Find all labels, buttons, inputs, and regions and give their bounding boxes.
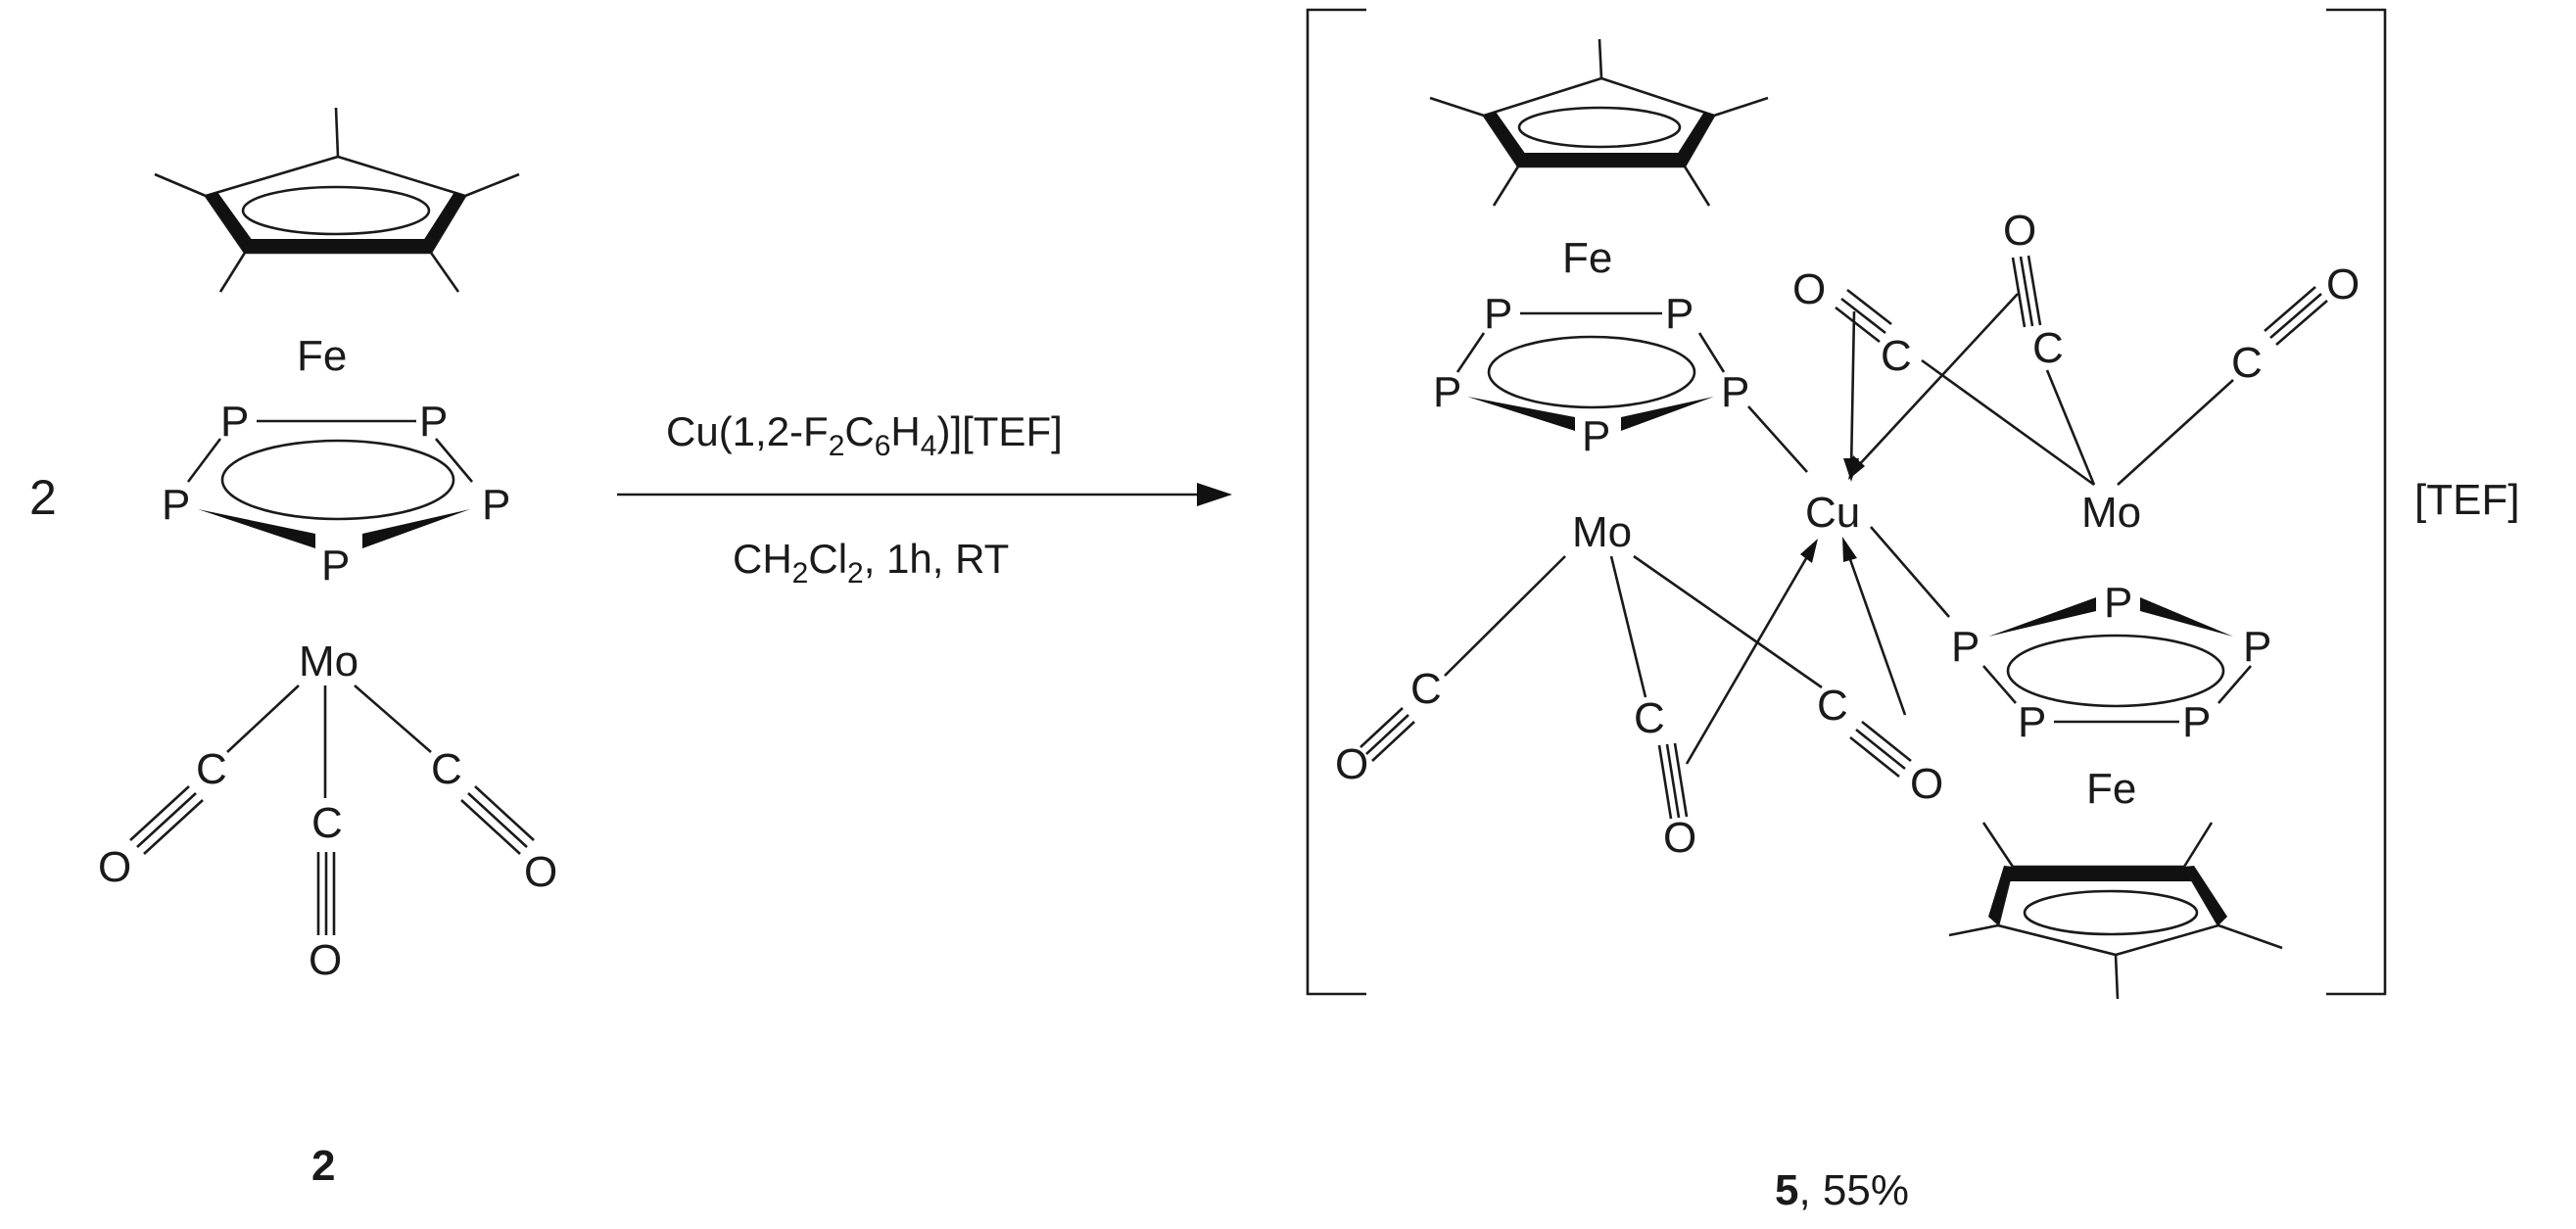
carbon-atom: C: [1817, 682, 1848, 730]
carbonyl-ligands: C C C O O O: [1335, 537, 1943, 862]
phosphorus-atom: P: [482, 481, 510, 529]
carbon-atom: C: [311, 799, 343, 847]
product-complex: Fe P P P P P Cu Mo C C C O O O: [1306, 8, 2520, 1214]
cp-star-ring: [1948, 822, 2283, 1000]
carbon-atom: C: [1881, 332, 1912, 380]
carbon-atom: C: [196, 745, 227, 793]
right-bracket: [2326, 8, 2387, 996]
oxygen-atom: O: [309, 936, 342, 984]
left-bracket: [1306, 8, 1366, 996]
carbonyl-ligands: C C C O O O: [1792, 207, 2360, 487]
oxygen-atom: O: [1910, 760, 1943, 808]
molybdenum-atom: Mo: [299, 638, 358, 685]
reactant-complex: 2 Fe P P P P P M: [29, 107, 557, 1190]
phosphorus-atom: P: [1665, 290, 1693, 338]
carbon-atom: C: [431, 745, 462, 793]
molybdenum-atom: Mo: [1572, 508, 1632, 556]
iron-atom: Fe: [2086, 765, 2136, 813]
reactant-label: 2: [311, 1142, 335, 1190]
carbon-atom: C: [2231, 339, 2263, 387]
oxygen-atom: O: [1663, 814, 1696, 862]
phosphorus-atom: P: [1484, 290, 1512, 338]
phosphorus-atom: P: [321, 542, 350, 590]
counterion-label: [TEF]: [2414, 476, 2520, 524]
carbon-atom: C: [1634, 694, 1665, 742]
phosphorus-atom: P: [1951, 623, 1980, 671]
oxygen-atom: O: [1335, 740, 1368, 788]
carbon-atom: C: [2032, 324, 2064, 372]
phosphorus-atom: P: [1433, 368, 1461, 416]
oxygen-atom: O: [524, 848, 557, 896]
phosphorus-atom: P: [419, 398, 448, 446]
carbonyl-ligands: C C C O O O: [98, 685, 557, 984]
stoich-coefficient: 2: [29, 470, 57, 525]
reagent-text: Cu(1,2-F2C6H4)][TEF]: [666, 408, 1063, 462]
pentaphospholyl-ring: P P P P P: [162, 398, 510, 590]
carbon-atom: C: [1410, 665, 1442, 713]
phosphorus-atom: P: [1721, 368, 1749, 416]
phosphorus-atom: P: [2182, 698, 2211, 746]
product-label: 5, 55%: [1775, 1166, 1909, 1214]
phosphorus-atom: P: [1582, 412, 1610, 460]
cp-star-ring: [1429, 38, 1769, 207]
oxygen-atom: O: [1792, 265, 1826, 313]
oxygen-atom: O: [2326, 260, 2360, 308]
iron-atom: Fe: [1562, 234, 1612, 282]
phosphorus-atom: P: [220, 398, 249, 446]
iron-atom: Fe: [297, 332, 347, 380]
reaction-arrow: Cu(1,2-F2C6H4)][TEF] CH2Cl2, 1h, RT: [617, 408, 1232, 590]
molybdenum-atom: Mo: [2081, 489, 2141, 537]
copper-atom: Cu: [1805, 489, 1860, 537]
pentaphospholyl-ring: P P P P P: [1951, 579, 2271, 746]
cp-star-ring: [154, 107, 520, 293]
phosphorus-atom: P: [2018, 698, 2046, 746]
conditions-text: CH2Cl2, 1h, RT: [733, 536, 1009, 590]
phosphorus-atom: P: [2243, 623, 2271, 671]
oxygen-atom: O: [98, 843, 131, 891]
phosphorus-atom: P: [162, 481, 190, 529]
pentaphospholyl-ring: P P P P P: [1433, 290, 1749, 460]
phosphorus-atom: P: [2104, 579, 2132, 627]
oxygen-atom: O: [2003, 207, 2036, 255]
